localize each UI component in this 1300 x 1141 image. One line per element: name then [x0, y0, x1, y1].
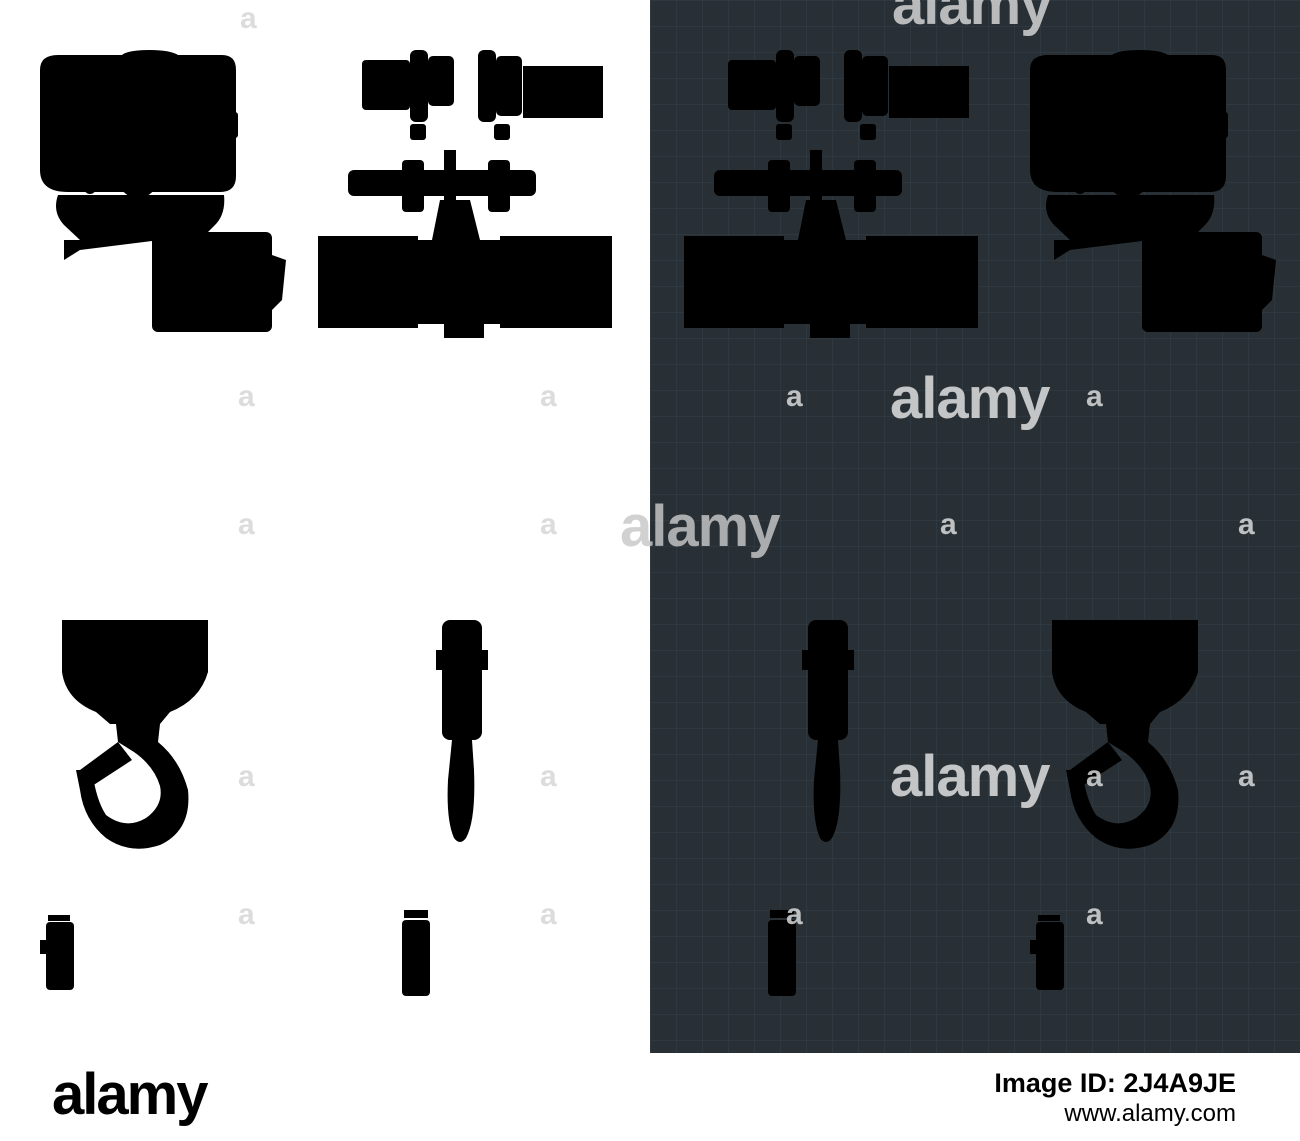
site-url-text: www.alamy.com	[1064, 1099, 1236, 1127]
watermark: alamy	[892, 0, 1052, 37]
watermark-fragment: a	[240, 2, 257, 35]
watermark-fragment: a	[238, 760, 255, 793]
watermark: alamy	[890, 744, 1050, 809]
footer-bar	[0, 1053, 1300, 1141]
watermark: alamy	[890, 366, 1050, 431]
watermark-fragment: a	[238, 508, 255, 541]
watermark-fragment: a	[238, 380, 255, 413]
watermark-fragment: a	[1086, 380, 1103, 413]
footer-image-info: Image ID: 2J4A9JE www.alamy.com	[994, 1068, 1236, 1128]
watermark-fragment: a	[786, 380, 803, 413]
watermark-fragment: a	[540, 898, 557, 931]
watermark-fragment: a	[540, 760, 557, 793]
watermark-fragment: a	[1086, 898, 1103, 931]
watermark-fragment: a	[940, 508, 957, 541]
watermarks: alamy alamy alamy alamy a a a a a a a a …	[238, 0, 1256, 931]
watermark-fragment: a	[1086, 760, 1103, 793]
watermark-fragment: a	[540, 508, 557, 541]
side-view-light	[318, 50, 612, 996]
watermark: alamy	[620, 494, 780, 559]
watermark-fragment: a	[1238, 508, 1255, 541]
image-id-text: Image ID: 2J4A9JE	[994, 1068, 1236, 1098]
footer-logo: alamy	[52, 1062, 208, 1127]
watermark-fragment: a	[238, 898, 255, 931]
watermark-fragment: a	[540, 380, 557, 413]
watermark-fragment: a	[786, 898, 803, 931]
watermark-fragment: a	[1238, 760, 1255, 793]
